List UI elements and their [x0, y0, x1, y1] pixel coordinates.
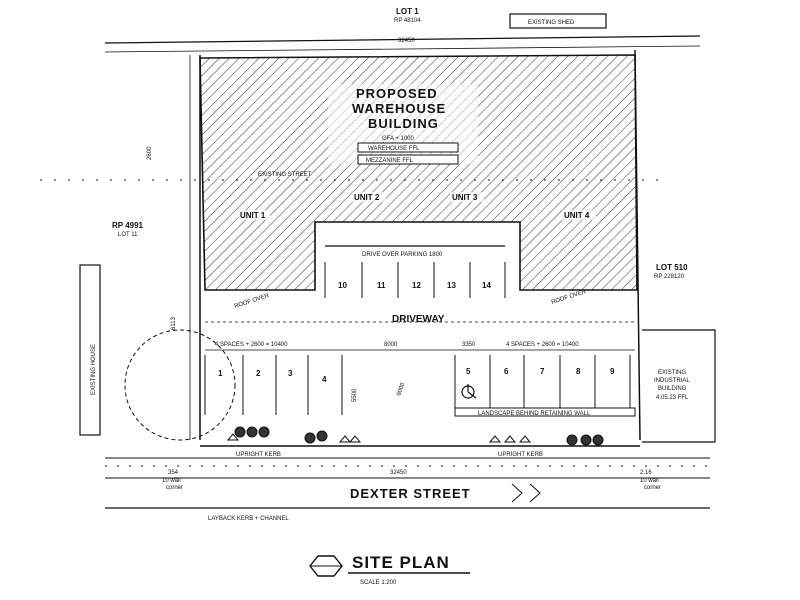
unit-2-label: UNIT 2 — [354, 193, 380, 202]
existing-house-outline — [79, 264, 101, 436]
corner-left-2: corner — [166, 485, 183, 491]
east-lot-ref: RP 228120 — [654, 274, 685, 280]
left-stall-dim: 6113 — [171, 316, 177, 330]
driveway-label: DRIVEWAY — [392, 314, 445, 325]
front-dimension: 32450 — [390, 470, 407, 476]
upright-kerb-right: UPRIGHT KERB — [498, 452, 543, 458]
street-chevrons — [511, 483, 541, 503]
gross-floor-area: GFA + 1000 — [382, 136, 415, 142]
north-lot-label: LOT 1 — [396, 7, 419, 16]
parking-space-6: 6 — [504, 367, 509, 376]
building-title-line-1: PROPOSED — [356, 86, 438, 101]
landscape-strip-right — [454, 407, 636, 417]
gap-width-dim: 3350 — [462, 342, 476, 348]
parking-space-13: 13 — [447, 281, 456, 290]
corner-right-2: corner — [644, 485, 661, 491]
accessible-parking-icon — [461, 384, 477, 399]
parking-space-3: 3 — [288, 369, 293, 378]
parking-space-5: 5 — [466, 367, 471, 376]
upright-kerb-left: UPRIGHT KERB — [236, 452, 281, 458]
side-dimension: 2600 — [147, 146, 153, 160]
site-plan-title: SITE PLAN — [352, 553, 450, 572]
roof-over-left: ROOF OVER — [234, 293, 271, 310]
lower-left-parking-bays — [204, 355, 343, 415]
dim-216: 2.16 — [640, 470, 652, 476]
unit-3-label: UNIT 3 — [452, 193, 478, 202]
driveway-width-dim: 8000 — [384, 342, 398, 348]
west-lot-label: RP 4991 — [112, 221, 144, 230]
unit-1-label-bg — [238, 210, 270, 220]
turning-circle — [124, 329, 236, 441]
unit-4-label: UNIT 4 — [564, 211, 590, 220]
existing-building-line-2: INDUSTRIAL — [654, 378, 690, 384]
parking-space-14: 14 — [482, 281, 491, 290]
existing-building-line-3: BUILDING — [658, 386, 687, 392]
building-title-line-3: BUILDING — [368, 116, 439, 131]
roof-over-right: ROOF OVER — [551, 289, 588, 306]
existing-house-label: EXISTING HOUSE — [91, 344, 97, 395]
street-name: DEXTER STREET — [350, 486, 471, 501]
parking-space-1: 1 — [218, 369, 223, 378]
mezzanine-ffl-label: MEZZANINE FFL — [366, 158, 414, 164]
existing-street-label: EXISTING STREET — [258, 172, 312, 178]
parking-space-2: 2 — [256, 369, 261, 378]
parking-space-10: 10 — [338, 281, 347, 290]
landscape-shrubs-right — [488, 435, 532, 443]
landscape-trees-right — [566, 434, 604, 446]
kerb-note: LAYBACK KERB + CHANNEL — [208, 516, 289, 522]
unit-4-label-bg — [562, 210, 596, 220]
corner-left-1: 10 wall — [162, 478, 181, 484]
parking-space-9: 9 — [610, 367, 615, 376]
warehouse-ffl-box — [357, 142, 459, 153]
drive-over-label: DRIVE OVER PARKING 1800 — [362, 252, 443, 258]
parking-space-12: 12 — [412, 281, 421, 290]
existing-shed-label: EXISTING SHED — [528, 20, 575, 26]
landscape-right-label: LANDSCAPE BEHIND RETAINING WALL — [478, 411, 591, 417]
parking-space-4: 4 — [322, 375, 327, 384]
east-lot-label: LOT 510 — [656, 263, 688, 272]
warehouse-building-footprint — [199, 54, 638, 291]
existing-building-line-1: EXISTING — [658, 370, 686, 376]
unit-3-label-bg — [450, 192, 484, 202]
corner-right-1: 10 wall — [640, 478, 659, 484]
upper-parking-bays — [324, 262, 506, 298]
existing-building-ffl: 4.05.23 FFL — [656, 395, 689, 401]
depth-6000-label: 6000 — [396, 381, 406, 396]
parking-space-11: 11 — [377, 281, 386, 290]
west-lot-sub: LOT 11 — [118, 232, 138, 238]
site-plan-scale: SCALE 1:200 — [360, 580, 397, 586]
depth-5500-label: 5500 — [352, 388, 358, 402]
dim-354: 354 — [168, 470, 179, 476]
existing-building-outline — [642, 329, 716, 443]
north-boundary-line-2 — [104, 45, 701, 53]
lower-right-parking-bays — [454, 355, 631, 408]
mezzanine-ffl-box — [357, 154, 459, 165]
unit-1-label: UNIT 1 — [240, 211, 266, 220]
landscape-shrubs-left — [226, 433, 362, 443]
existing-shed-outline — [509, 13, 607, 29]
north-lot-ref: RP 48104 — [394, 18, 421, 24]
parking-space-7: 7 — [540, 367, 545, 376]
building-title-line-2: WAREHOUSE — [352, 101, 446, 116]
landscape-trees-left — [234, 426, 328, 444]
unit-2-label-bg — [352, 192, 386, 202]
spaces-left-dim: 4 SPACES + 2600 = 10400 — [215, 342, 288, 348]
spaces-right-dim: 4 SPACES + 2600 = 10400 — [506, 342, 579, 348]
north-boundary-line — [104, 35, 701, 44]
warehouse-ffl-label: WAREHOUSE FFL — [368, 146, 420, 152]
parking-space-8: 8 — [576, 367, 581, 376]
rear-dimension: 32450 — [398, 38, 415, 44]
